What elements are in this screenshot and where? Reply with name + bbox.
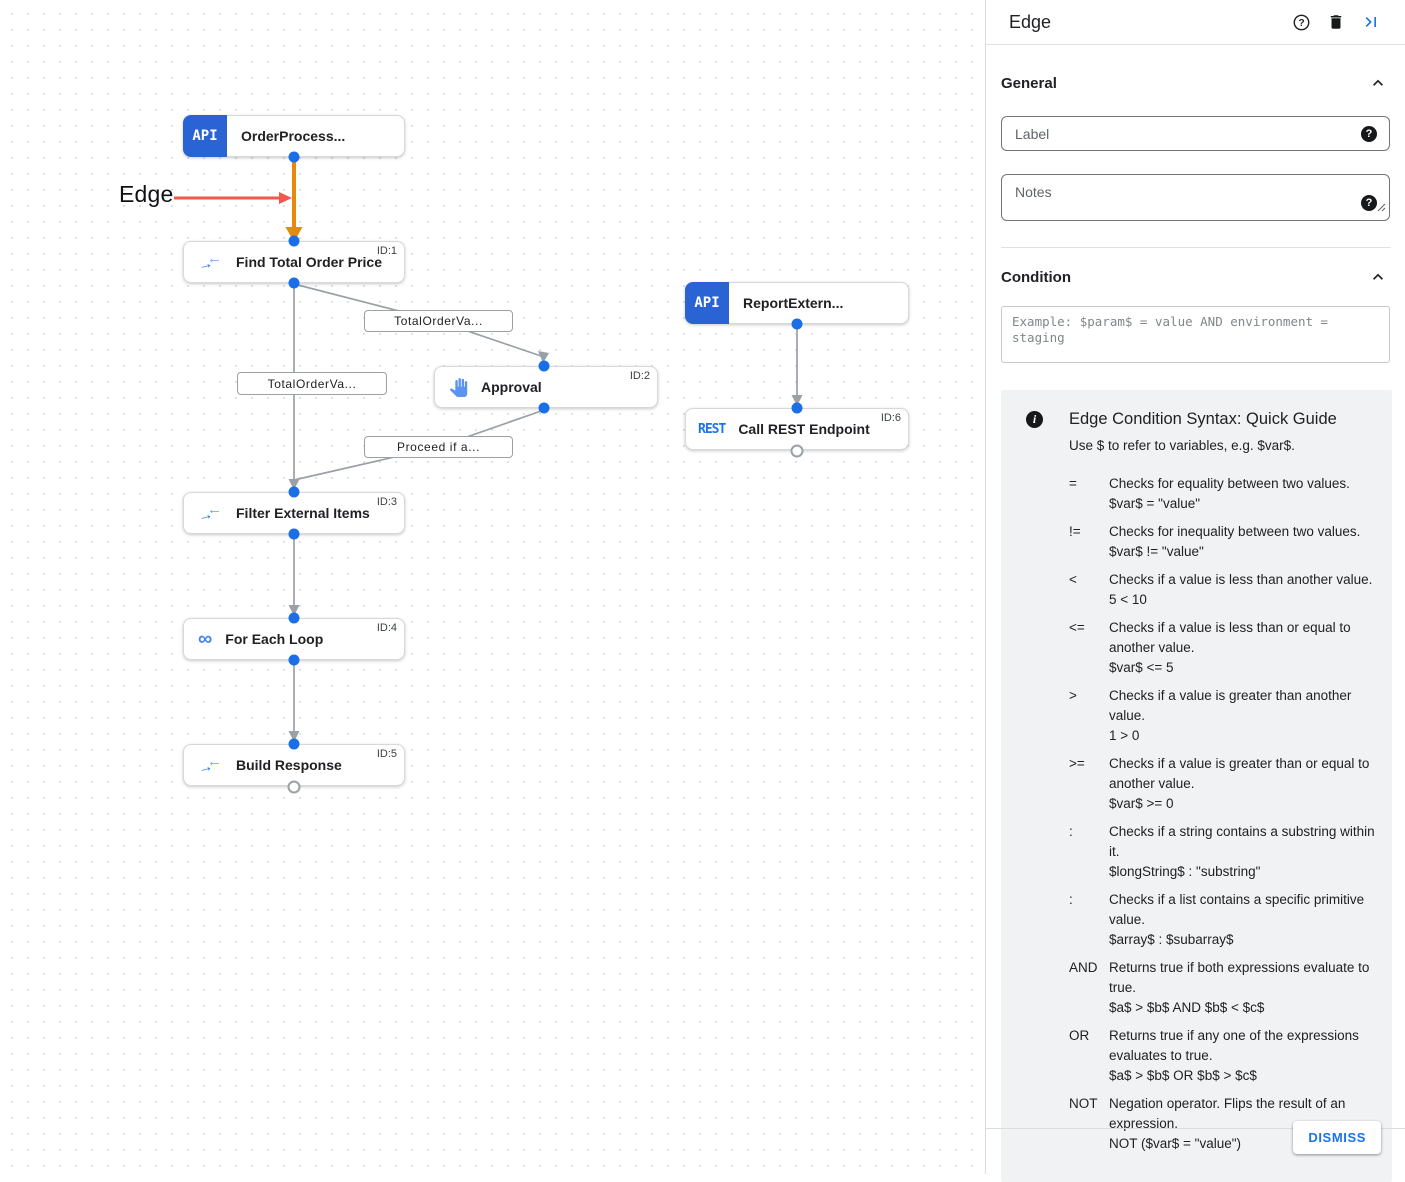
node-title: Build Response [236,757,342,773]
condition-section: Condition [986,265,1405,363]
general-section: General ? ? [986,71,1405,248]
guide-title: Edge Condition Syntax: Quick Guide [1069,410,1337,428]
node-build-response[interactable]: →← Build Response ID:5 [183,744,405,786]
guide-row: :Checks if a list contains a specific pr… [1069,892,1365,947]
condition-input[interactable] [1012,314,1379,355]
node-id-badge: ID:5 [376,748,397,760]
api-trigger-icon: API [685,282,729,324]
node-filter-external-items[interactable]: →← Filter External Items ID:3 [183,492,405,534]
edge-report-to-rest[interactable] [791,325,803,406]
notes-field-wrap: ? [1001,174,1390,221]
guide-row: :Checks if a string contains a substring… [1069,824,1375,879]
data-mapping-icon: →← [196,501,222,526]
node-id-badge: ID:6 [880,412,901,424]
panel-header: Edge ? [986,0,1405,45]
guide-subtitle: Use $ to refer to variables, e.g. $var$. [1069,438,1295,453]
port-foreach-top[interactable] [288,612,300,624]
port-rest-bottom-open[interactable] [790,444,804,458]
port-approval-bottom[interactable] [538,402,550,414]
rest-icon: REST [698,421,726,437]
label-help-icon[interactable]: ? [1361,125,1377,142]
edge-annotation-label: Edge [119,181,174,207]
svg-text:?: ? [1298,17,1304,28]
resize-handle-icon[interactable] [1377,199,1386,217]
dismiss-button[interactable]: DISMISS [1293,1121,1381,1154]
data-mapping-icon: →← [196,250,222,275]
edge-foreach-to-build[interactable] [288,661,300,742]
node-title: Approval [481,379,542,395]
edge-lines [174,159,803,742]
port-rest-top[interactable] [791,402,803,414]
port-order-bottom[interactable] [288,151,300,163]
help-icon[interactable]: ? [1289,10,1313,34]
label-input[interactable] [1015,125,1353,142]
api-trigger-icon: API [183,115,227,157]
guide-row: >Checks if a value is greater than anoth… [1069,688,1352,743]
condition-field-wrap [1001,306,1390,363]
port-build-top[interactable] [288,738,300,750]
approval-hand-icon [449,377,468,397]
annotation-arrow [174,192,292,204]
port-approval-top[interactable] [538,360,550,372]
edge-filter-to-foreach[interactable] [288,535,300,616]
data-mapping-icon: →← [196,753,222,778]
node-title: ReportExtern... [743,295,844,311]
port-filter-bottom[interactable] [288,528,300,540]
label-field-wrap: ? [1001,116,1390,151]
guide-row: <=Checks if a value is less than or equa… [1069,620,1351,675]
node-id-badge: ID:1 [376,245,397,257]
loop-icon: ∞ [198,628,213,650]
node-title: Call REST Endpoint [738,421,870,437]
edge-label-total-order-branch[interactable]: TotalOrderVa... [364,310,513,332]
node-approval[interactable]: Approval ID:2 [434,366,658,408]
edge-label-total-order-main[interactable]: TotalOrderVa... [237,372,387,395]
node-id-badge: ID:4 [376,622,397,634]
port-filter-top[interactable] [288,486,300,498]
node-title: Find Total Order Price [236,254,382,270]
node-reportextern-trigger[interactable]: API ReportExtern... [685,282,909,324]
chevron-up-icon[interactable] [1366,265,1390,289]
node-for-each-loop[interactable]: ∞ For Each Loop ID:4 [183,618,405,660]
collapse-panel-icon[interactable] [1359,10,1383,34]
chevron-up-icon[interactable] [1366,71,1390,95]
notes-input[interactable] [1015,184,1353,216]
node-title: OrderProcess... [241,128,346,144]
guide-operator-list: =Checks for equality between two values.… [1069,474,1378,1154]
node-id-badge: ID:2 [629,370,650,382]
port-report-bottom[interactable] [791,318,803,330]
panel-title: Edge [1009,11,1052,32]
condition-section-title: Condition [1001,268,1071,286]
edge-orderprocess-to-find-selected[interactable] [285,159,303,242]
guide-row: !=Checks for inequality between two valu… [1069,524,1361,559]
port-find-top[interactable] [288,235,300,247]
node-title: Filter External Items [236,505,370,521]
guide-row: =Checks for equality between two values.… [1069,476,1350,511]
guide-row: >=Checks if a value is greater than or e… [1069,756,1370,811]
panel-footer-divider [986,1128,1405,1129]
port-build-bottom-open[interactable] [287,780,301,794]
edge-config-panel: Edge ? General ? ? [985,0,1405,1182]
guide-row: <Checks if a value is less than another … [1069,572,1373,607]
info-icon: i [1026,411,1043,428]
node-call-rest-endpoint[interactable]: REST Call REST Endpoint ID:6 [685,408,909,450]
edge-label-proceed-if[interactable]: Proceed if a... [364,436,513,458]
general-section-title: General [1001,74,1057,92]
port-find-bottom[interactable] [288,277,300,289]
notes-help-icon[interactable]: ? [1361,195,1377,211]
node-title: For Each Loop [225,631,324,647]
delete-icon[interactable] [1324,10,1348,34]
condition-syntax-guide: i Edge Condition Syntax: Quick Guide Use… [1001,390,1392,1182]
node-id-badge: ID:3 [376,496,397,508]
port-foreach-bottom[interactable] [288,654,300,666]
workflow-canvas[interactable]: Edge API OrderProcess... →← Find Total O… [0,0,985,1174]
